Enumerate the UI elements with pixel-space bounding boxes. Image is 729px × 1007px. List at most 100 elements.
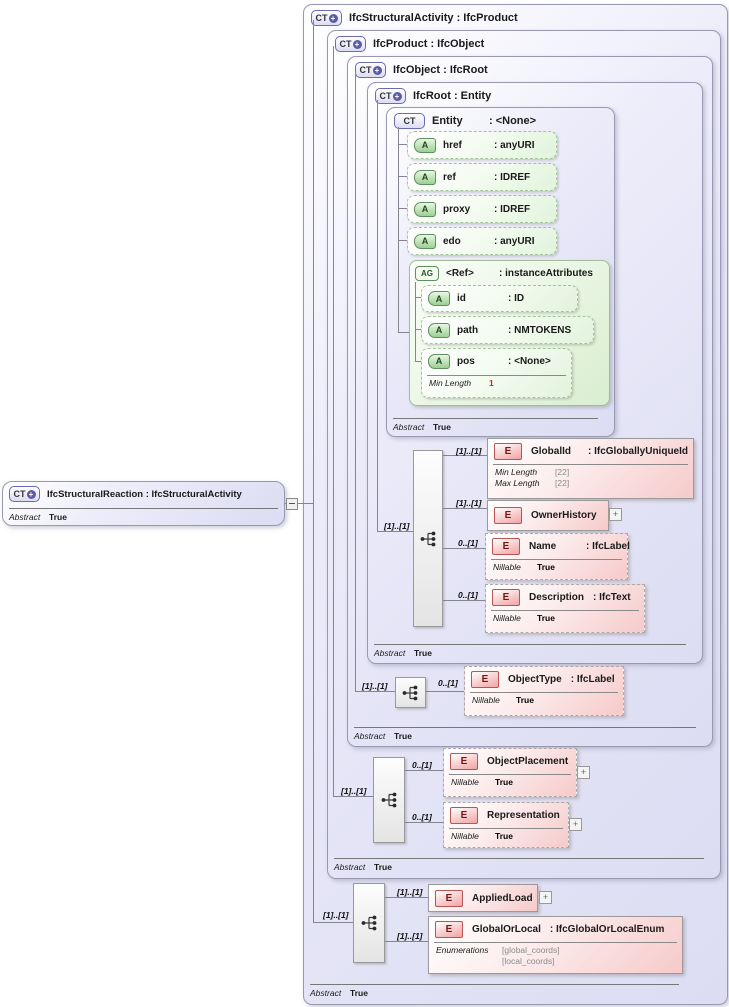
derived-plus-icon: + — [26, 489, 36, 499]
cardinality-label: 0..[1] — [458, 538, 478, 548]
element-icon: E — [435, 890, 463, 907]
attribute-icon: A — [414, 201, 436, 217]
connector-line — [313, 20, 314, 923]
connector-line — [383, 897, 428, 898]
connector-line — [398, 176, 407, 177]
cardinality-label: [1]..[1] — [397, 887, 423, 897]
expand-plus-button[interactable]: + — [577, 766, 590, 779]
attribute-icon: A — [414, 169, 436, 185]
sequence-icon — [420, 531, 435, 546]
type-header-ifcstructuralactivity[interactable]: CT+ IfcStructuralActivity : IfcProduct — [311, 10, 518, 26]
facet-divider — [491, 610, 639, 611]
attribute-ref[interactable]: A ref : IDREF — [407, 163, 557, 191]
sequence-icon — [402, 685, 418, 700]
connector-line — [403, 770, 443, 771]
facet-divider — [449, 828, 563, 829]
attribute-group-icon: AG — [415, 266, 439, 281]
element-ownerhistory[interactable]: E OwnerHistory — [487, 500, 609, 531]
collapse-handle[interactable] — [286, 498, 298, 510]
connector-line — [377, 100, 378, 532]
element-icon: E — [450, 807, 478, 824]
connector-line — [415, 297, 421, 298]
attribute-icon: A — [414, 233, 436, 249]
cardinality-label: [1]..[1] — [384, 521, 410, 531]
expand-plus-button[interactable]: + — [609, 508, 622, 521]
cardinality-label: [1]..[1] — [362, 681, 388, 691]
attribute-proxy[interactable]: A proxy : IDREF — [407, 195, 557, 223]
reaction-type-box[interactable]: CT+ IfcStructuralReaction : IfcStructura… — [2, 481, 285, 526]
type-header-ifcproduct[interactable]: CT+ IfcProduct : IfcObject — [335, 36, 484, 52]
expand-plus-button[interactable]: + — [569, 818, 582, 831]
attribute-href[interactable]: A href : anyURI — [407, 131, 557, 159]
element-icon: E — [492, 589, 520, 606]
connector-line — [398, 127, 399, 333]
connector-line — [377, 531, 413, 532]
cardinality-label: [1]..[1] — [397, 931, 423, 941]
connector-line — [441, 600, 485, 601]
connector-line — [383, 941, 428, 942]
element-globalid[interactable]: E GlobalId : IfcGloballyUniqueId Min Len… — [487, 438, 694, 499]
element-description[interactable]: E Description : IfcText Nillable True — [485, 584, 645, 633]
connector-line — [403, 822, 443, 823]
type-header-ifcobject[interactable]: CT+ IfcObject : IfcRoot — [355, 62, 488, 78]
attribute-pos[interactable]: A pos : <None> Min Length 1 — [421, 348, 572, 398]
element-name[interactable]: E Name : IfcLabel Nillable True — [485, 533, 630, 580]
cardinality-label: [1]..[1] — [323, 910, 349, 920]
complextype-icon: CT+ — [355, 62, 386, 78]
element-objecttype[interactable]: E ObjectType : IfcLabel Nillable True — [464, 666, 624, 716]
abstract-footer: Abstract True — [354, 727, 696, 741]
connector-line — [355, 72, 356, 692]
element-appliedload[interactable]: E AppliedLoad — [428, 884, 538, 912]
facet-divider — [434, 942, 677, 943]
connector-line — [415, 361, 421, 362]
connector-line — [415, 282, 416, 362]
abstract-footer: Abstract True — [310, 984, 679, 998]
cardinality-label: [1]..[1] — [456, 446, 482, 456]
complextype-icon: CT+ — [335, 36, 366, 52]
element-icon: E — [471, 671, 499, 688]
sequence-icon — [361, 915, 376, 931]
type-header-entity[interactable]: CT Entity : <None> — [394, 113, 536, 129]
sequence-group — [413, 450, 443, 627]
connector-line — [333, 46, 334, 797]
sequence-group — [353, 883, 385, 963]
connector-line — [441, 508, 487, 509]
facet-divider — [427, 375, 566, 376]
type-title: IfcStructuralActivity : IfcProduct — [349, 12, 518, 24]
cardinality-label: 0..[1] — [458, 590, 478, 600]
element-globalorlocal[interactable]: E GlobalOrLocal : IfcGlobalOrLocalEnum E… — [428, 916, 683, 974]
attribute-icon: A — [428, 291, 450, 306]
connector-line — [441, 455, 487, 456]
facet-divider — [449, 774, 571, 775]
attribute-icon: A — [428, 353, 450, 369]
derived-plus-icon: + — [372, 65, 382, 75]
connector-line — [398, 332, 409, 333]
facet-divider — [470, 692, 618, 693]
element-icon: E — [450, 753, 478, 770]
expand-plus-button[interactable]: + — [539, 891, 552, 904]
attribute-path[interactable]: A path : NMTOKENS — [421, 316, 594, 344]
cardinality-label: 0..[1] — [412, 812, 432, 822]
abstract-footer: Abstract True — [334, 858, 704, 872]
sequence-group — [395, 677, 426, 708]
element-objectplacement[interactable]: E ObjectPlacement Nillable True — [443, 748, 577, 797]
connector-line — [424, 691, 465, 692]
connector-line — [415, 329, 421, 330]
connector-line — [313, 922, 353, 923]
connector-line — [355, 691, 395, 692]
type-header-ifcstructuralreaction: CT+ IfcStructuralReaction : IfcStructura… — [9, 486, 242, 502]
connector-line — [333, 796, 373, 797]
attribute-edo[interactable]: A edo : anyURI — [407, 227, 557, 255]
type-title: Entity — [432, 115, 463, 127]
cardinality-label: [1]..[1] — [456, 498, 482, 508]
attribute-id[interactable]: A id : ID — [421, 285, 578, 312]
connector-line — [398, 208, 407, 209]
element-representation[interactable]: E Representation Nillable True — [443, 802, 569, 848]
abstract-footer: Abstract True — [9, 508, 278, 522]
type-header-ifcroot[interactable]: CT+ IfcRoot : Entity — [375, 88, 491, 104]
derived-plus-icon: + — [328, 13, 338, 23]
element-icon: E — [435, 921, 463, 938]
attribute-icon: A — [428, 322, 450, 338]
complextype-icon: CT — [394, 113, 425, 129]
